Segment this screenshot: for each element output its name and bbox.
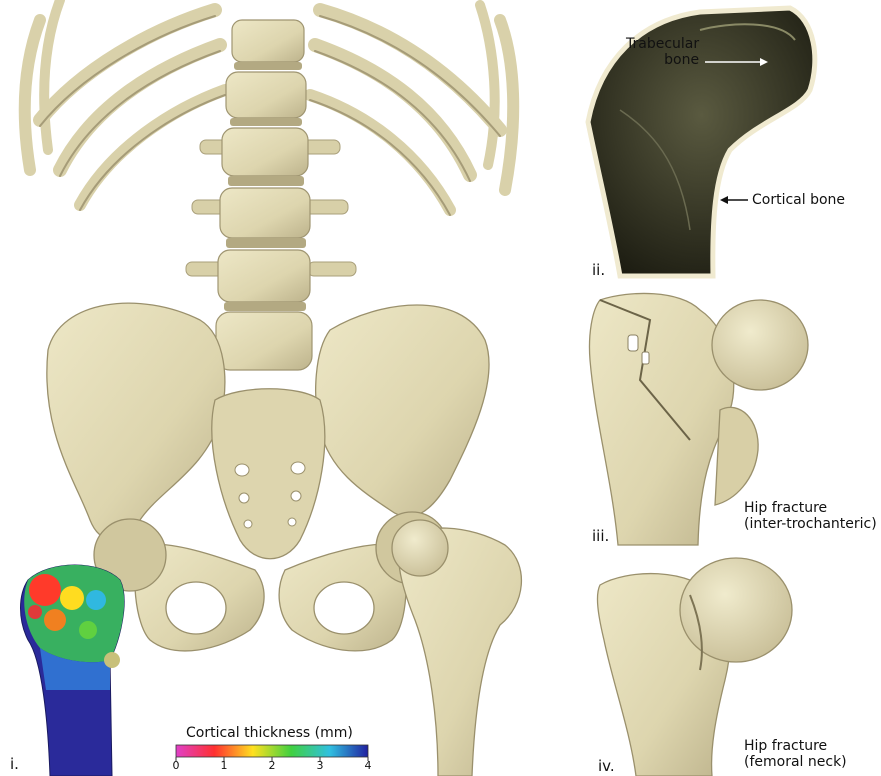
- caption-iii: Hip fracture (inter-trochanteric): [744, 500, 877, 532]
- trabecular-line-2: bone: [626, 52, 699, 68]
- caption-iii-line-1: Hip fracture: [744, 500, 877, 516]
- colorbar-title: Cortical thickness (mm): [186, 725, 353, 741]
- colorbar-gradient: [176, 745, 368, 757]
- caption-iv-line-2: (femoral neck): [744, 754, 847, 770]
- right-femur: [392, 520, 521, 776]
- colorbar-tick-label-2: 2: [269, 760, 276, 773]
- panel-label-iv: iv.: [598, 758, 615, 775]
- caption-iv: Hip fracture (femoral neck): [744, 738, 847, 770]
- panel-label-ii: ii.: [592, 262, 605, 279]
- lumbar-spine: [186, 20, 356, 370]
- left-femur-thickness-map: [21, 565, 125, 776]
- panel-label-iii: iii.: [592, 528, 609, 545]
- panel-label-i: i.: [10, 756, 19, 773]
- caption-iv-line-1: Hip fracture: [744, 738, 847, 754]
- trabecular-bone-label: Trabecular bone: [626, 36, 699, 68]
- trabecular-line-1: Trabecular: [626, 36, 699, 52]
- xray-femur: [588, 8, 815, 276]
- cortical-bone-label: Cortical bone: [752, 192, 845, 208]
- left-ribs: [25, 0, 225, 205]
- colorbar-tick-label-1: 1: [221, 760, 228, 773]
- colorbar-tick-label-0: 0: [173, 760, 180, 773]
- colorbar-tick-label-4: 4: [365, 760, 372, 773]
- caption-iii-line-2: (inter-trochanteric): [744, 516, 877, 532]
- right-ribs: [310, 5, 513, 210]
- colorbar-tick-label-3: 3: [317, 760, 324, 773]
